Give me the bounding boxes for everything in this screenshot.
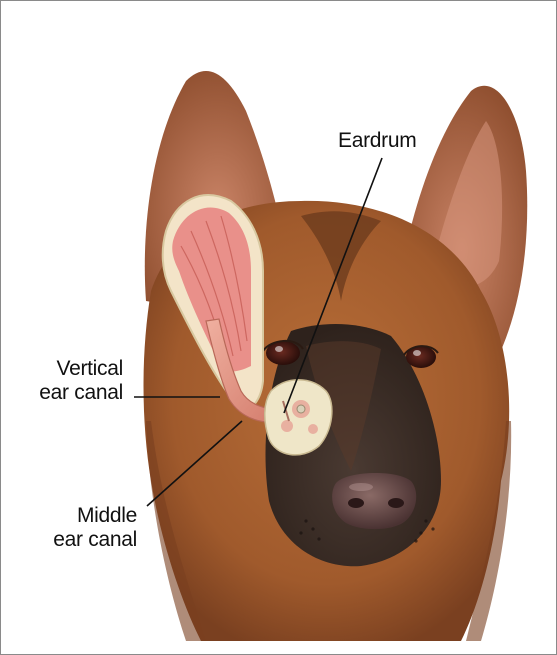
nose <box>332 473 416 529</box>
vertical-label-line1: Vertical <box>23 357 123 381</box>
middle-label-line2: ear canal <box>41 528 137 552</box>
middle-ear-canal-label: Middle ear canal <box>41 504 137 552</box>
eardrum-label: Eardrum <box>338 129 416 153</box>
vertical-ear-canal-label: Vertical ear canal <box>23 357 123 405</box>
vertical-label-line2: ear canal <box>23 381 123 405</box>
eardrum-label-text: Eardrum <box>338 129 416 152</box>
middle-label-line1: Middle <box>41 504 137 528</box>
